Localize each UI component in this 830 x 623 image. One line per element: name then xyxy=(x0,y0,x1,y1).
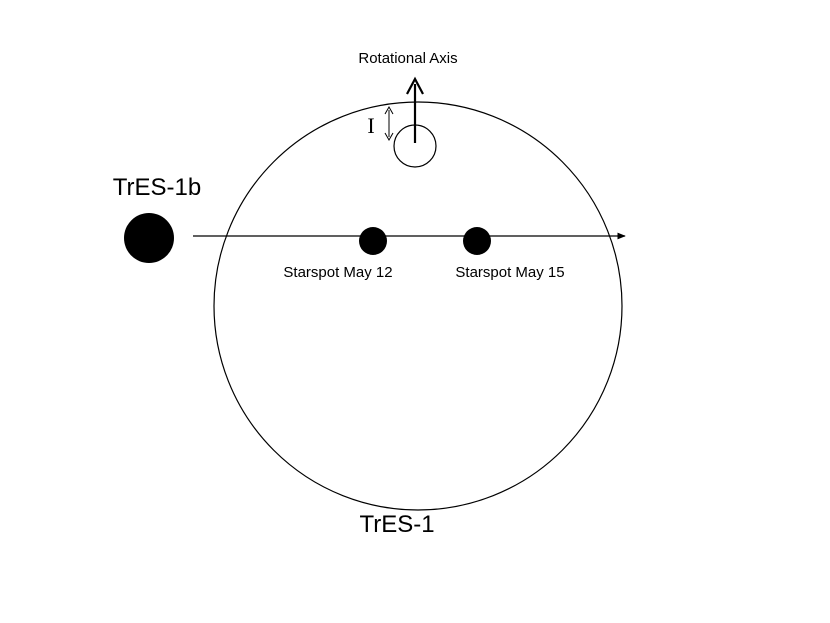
starspot-may-12 xyxy=(359,227,387,255)
rotational-axis-label: Rotational Axis xyxy=(358,50,457,67)
inclination-label: I xyxy=(367,113,374,138)
starspot-may-15-label: Starspot May 15 xyxy=(455,264,564,281)
inclination-arrow xyxy=(384,105,394,142)
star-disc xyxy=(213,101,623,511)
star-label: TrES-1 xyxy=(359,511,434,538)
starspot-may-12-label: Starspot May 12 xyxy=(283,264,392,281)
starspot-may-15 xyxy=(463,227,491,255)
rotational-axis-arrow xyxy=(406,76,424,143)
planet-label: TrES-1b xyxy=(113,174,201,201)
planet-disc xyxy=(124,213,174,263)
